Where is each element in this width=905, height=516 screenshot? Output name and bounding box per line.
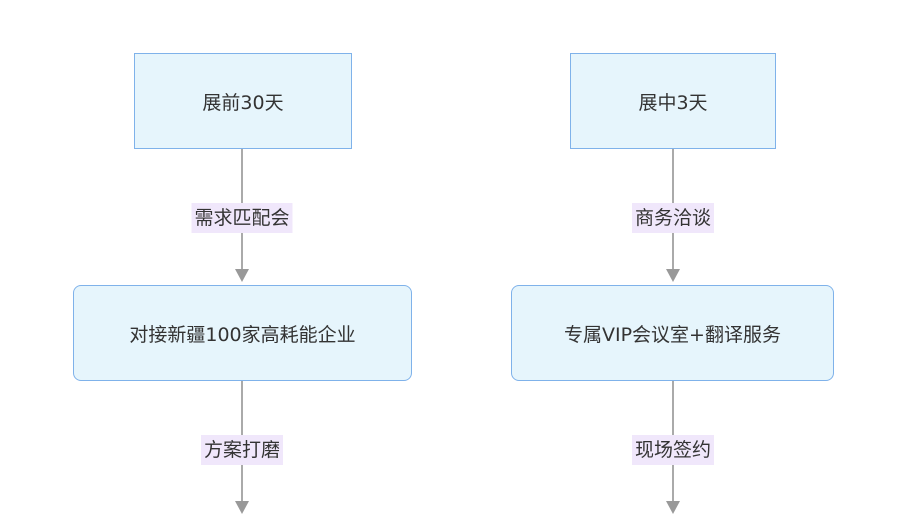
left-edge2-arrow-icon: [235, 501, 249, 514]
right-edge1-label: 商务洽谈: [631, 203, 715, 233]
left-top-node: 展前30天: [134, 53, 352, 149]
right-middle-node-label: 专属VIP会议室+翻译服务: [564, 323, 781, 346]
right-top-node-label: 展中3天: [638, 91, 708, 114]
left-edge1-arrow-icon: [235, 269, 249, 282]
left-middle-node: 对接新疆100家高耗能企业: [73, 285, 412, 381]
right-top-node: 展中3天: [570, 53, 776, 149]
left-top-node-label: 展前30天: [202, 91, 284, 114]
right-edge2-arrow-icon: [666, 501, 680, 514]
right-edge1-arrow-icon: [666, 269, 680, 282]
right-edge2-label: 现场签约: [631, 435, 715, 465]
right-middle-node: 专属VIP会议室+翻译服务: [511, 285, 834, 381]
left-edge1-label: 需求匹配会: [191, 203, 293, 233]
left-middle-node-label: 对接新疆100家高耗能企业: [129, 323, 356, 346]
left-edge2-label: 方案打磨: [200, 435, 284, 465]
